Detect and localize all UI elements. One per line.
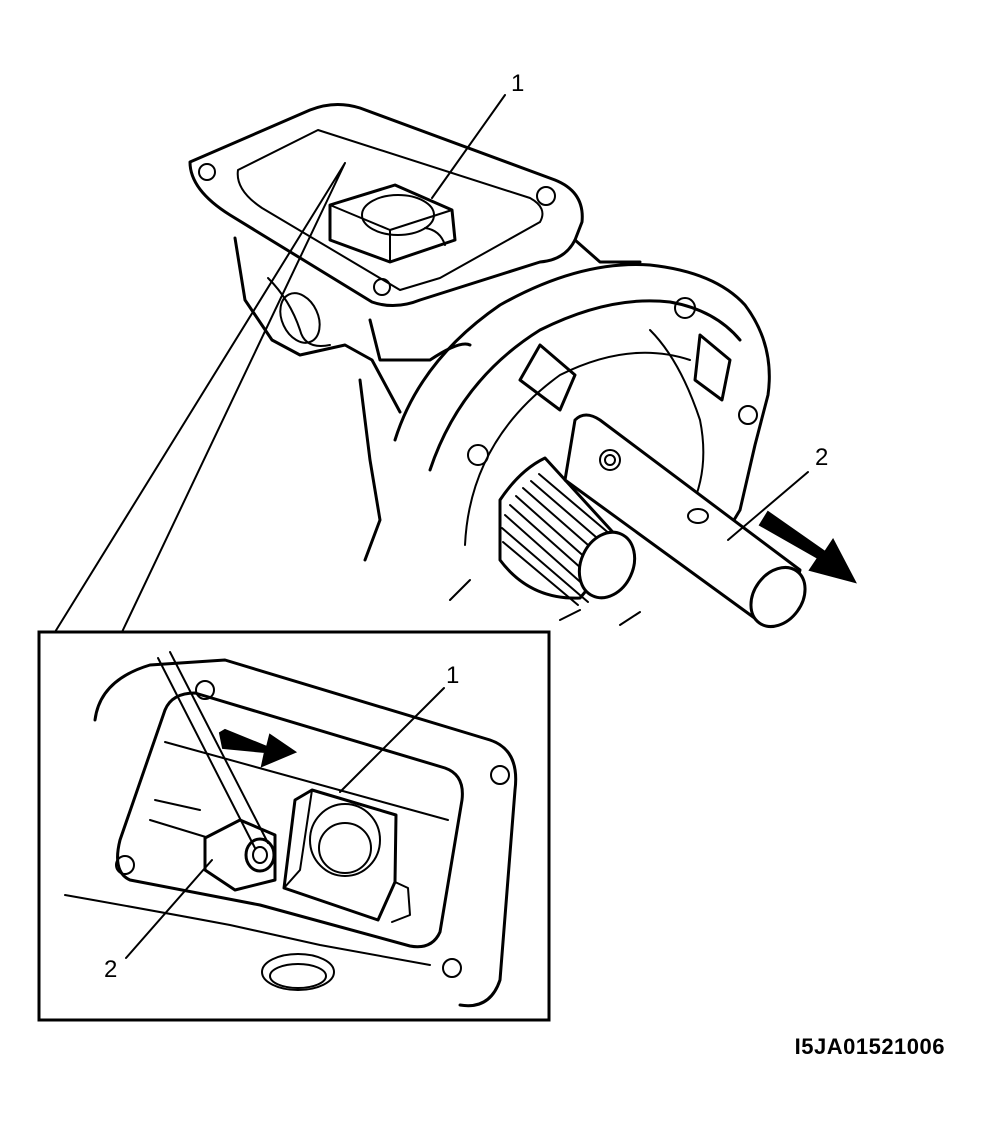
callout-label-main-1: 1 bbox=[511, 70, 525, 97]
callout-label-inset-2: 2 bbox=[104, 956, 118, 983]
zoom-wedge-lines bbox=[54, 162, 346, 633]
shift-block-main bbox=[328, 183, 457, 264]
inset-detail-view bbox=[37, 630, 551, 1022]
leader-line-main-2 bbox=[727, 471, 809, 541]
pull-direction-arrow-main bbox=[758, 510, 857, 584]
callout-label-inset-1: 1 bbox=[446, 662, 460, 689]
callout-label-main-2: 2 bbox=[815, 444, 829, 471]
leader-line-inset-1 bbox=[339, 687, 445, 793]
push-direction-arrow-inset bbox=[218, 728, 298, 768]
leader-line-inset-2 bbox=[125, 859, 213, 959]
figure-id-code: I5JA01521006 bbox=[794, 1034, 945, 1059]
leader-line-main-1 bbox=[431, 94, 506, 199]
housing-main-view bbox=[188, 103, 807, 628]
